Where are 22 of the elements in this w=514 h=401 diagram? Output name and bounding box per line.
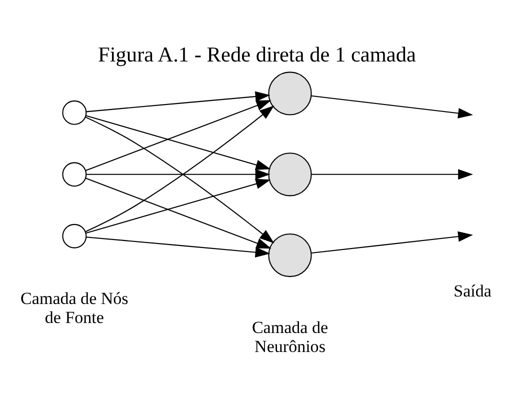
node-circle	[62, 100, 87, 124]
arrow	[85, 104, 274, 232]
arrow	[86, 100, 272, 170]
arrow	[311, 168, 474, 180]
node-circle	[62, 223, 87, 248]
node-circle	[268, 152, 312, 196]
arrow	[86, 178, 271, 234]
node-circle	[268, 71, 312, 115]
arrow	[86, 177, 272, 248]
label: Camada de Neurônios	[252, 317, 328, 356]
arrow	[311, 230, 474, 254]
diagram-title: Figura A.1 - Rede direta de 1 camada	[98, 42, 416, 66]
arrow	[86, 90, 270, 112]
arrow	[86, 236, 270, 257]
node-circle	[62, 162, 87, 186]
arrow	[86, 168, 270, 180]
arrow	[85, 116, 274, 243]
arrow	[86, 114, 271, 170]
node-circle	[268, 232, 312, 277]
arrow	[311, 94, 474, 118]
label: Camada de Nós de Fonte	[20, 288, 128, 327]
label: Saída	[454, 281, 492, 300]
